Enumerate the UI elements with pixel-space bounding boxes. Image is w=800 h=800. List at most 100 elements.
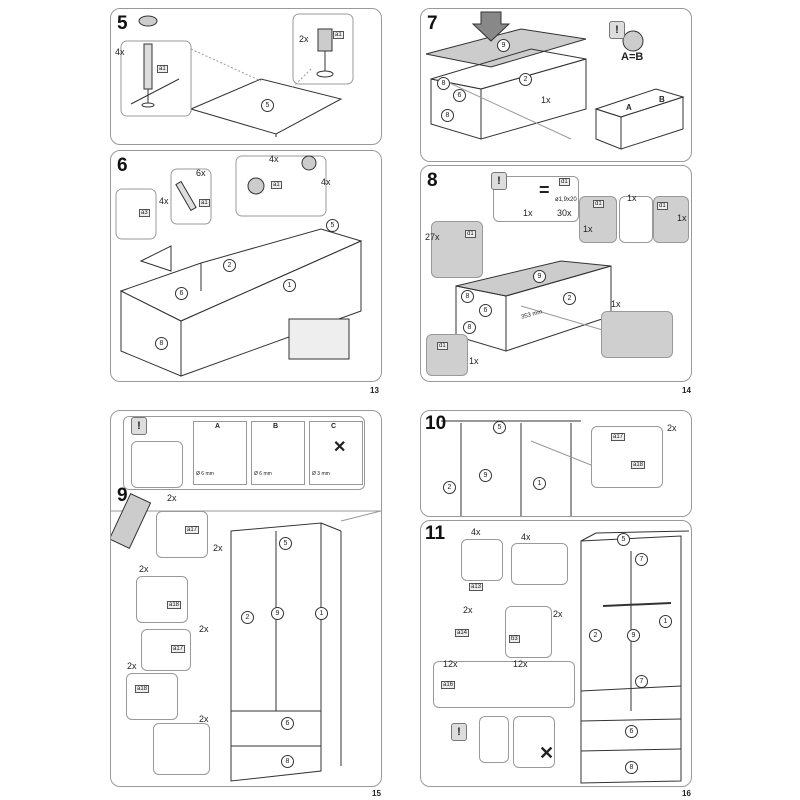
part-number: 8 bbox=[281, 755, 294, 768]
quantity: 2x bbox=[167, 493, 177, 503]
quantity: 4x bbox=[115, 47, 125, 57]
part-number: 2 bbox=[519, 73, 532, 86]
nail-spec: ø1,9x20 bbox=[555, 197, 577, 203]
part-number: 2 bbox=[563, 292, 576, 305]
step-11-illustration bbox=[580, 530, 690, 784]
part-number: 8 bbox=[437, 77, 450, 90]
fitting-tag: a18 bbox=[167, 601, 182, 609]
step-10-panel: 10 2x a17 a18 5 9 2 1 bbox=[420, 410, 692, 517]
part-number: 8 bbox=[625, 761, 638, 774]
quantity: 1x bbox=[611, 299, 621, 309]
part-number: 8 bbox=[463, 321, 476, 334]
diagonal-label-b: B bbox=[659, 95, 665, 104]
step-number: 6 bbox=[117, 155, 128, 176]
fitting-tag: d1 bbox=[657, 202, 668, 210]
step-8-panel: 8 ! = 1x 30x ø1,9x20 27x 1x 1x 1x 1x 1x … bbox=[420, 165, 692, 382]
diameter: Ø 6 mm bbox=[254, 471, 272, 477]
corner-detail bbox=[619, 196, 653, 243]
part-number: 6 bbox=[479, 304, 492, 317]
quantity: 30x bbox=[557, 208, 572, 218]
part-number: 2 bbox=[223, 259, 236, 272]
quantity: 12x bbox=[443, 659, 458, 669]
step-11-panel: ! ✕ 11 4x 4x 2x 2x 12x 12x a13 a14 b3 a1… bbox=[420, 520, 692, 787]
part-number: 1 bbox=[315, 607, 328, 620]
hinge-detail bbox=[479, 716, 509, 763]
corner-detail bbox=[426, 334, 468, 376]
bracket-detail bbox=[126, 673, 178, 720]
fitting-tag: b3 bbox=[509, 635, 520, 643]
quantity: 6x bbox=[196, 168, 206, 178]
diameter: Ø 3 mm bbox=[312, 471, 330, 477]
quantity: 1x bbox=[469, 356, 479, 366]
warning-icon: ! bbox=[491, 172, 507, 190]
hinge-detail bbox=[513, 716, 555, 768]
part-number: 1 bbox=[283, 279, 296, 292]
quantity: 12x bbox=[513, 659, 528, 669]
fitting-tag: a13 bbox=[469, 583, 484, 591]
step-number: 8 bbox=[427, 170, 438, 191]
bracket-detail bbox=[591, 426, 663, 488]
part-number: 6 bbox=[281, 717, 294, 730]
part-number: 6 bbox=[453, 89, 466, 102]
page-number: 16 bbox=[682, 789, 691, 798]
step-number: 7 bbox=[427, 13, 438, 34]
corner-detail bbox=[579, 196, 617, 243]
part-number: 5 bbox=[617, 533, 630, 546]
part-number: 5 bbox=[279, 537, 292, 550]
step-7-illustration bbox=[425, 11, 685, 150]
part-number: 6 bbox=[175, 287, 188, 300]
step-number: 10 bbox=[425, 413, 447, 434]
part-number: 9 bbox=[533, 270, 546, 283]
fitting-tag: a18 bbox=[631, 461, 646, 469]
page-number: 15 bbox=[372, 789, 381, 798]
part-number: 2 bbox=[443, 481, 456, 494]
part-number: 2 bbox=[589, 629, 602, 642]
part-number: 8 bbox=[461, 290, 474, 303]
quantity: 2x bbox=[199, 714, 209, 724]
fitting-tag: d1 bbox=[465, 230, 476, 238]
quantity: 1x bbox=[541, 95, 551, 105]
part-number: 8 bbox=[155, 337, 168, 350]
step-number: 5 bbox=[117, 13, 128, 34]
equal-measure-note: A=B bbox=[621, 51, 644, 63]
diameter: Ø 6 mm bbox=[196, 471, 214, 477]
hinge-detail bbox=[461, 539, 503, 581]
quantity: 4x bbox=[321, 177, 331, 187]
step-number: 9 bbox=[117, 485, 128, 506]
step-9-panel: ! A B C Ø 6 mm Ø 6 mm Ø 3 mm ✕ 9 2x 2x 2… bbox=[110, 410, 382, 787]
fitting-tag: a14 bbox=[455, 629, 470, 637]
bracket-detail bbox=[156, 511, 208, 558]
option-b bbox=[251, 421, 305, 485]
step-6-panel: 6 6x 4x 4x 4x a1 a3 a1 2 1 6 5 8 bbox=[110, 150, 382, 382]
quantity: 4x bbox=[269, 154, 279, 164]
quantity: 1x bbox=[583, 224, 593, 234]
quantity: 1x bbox=[677, 213, 687, 223]
not-allowed-cross: ✕ bbox=[333, 439, 347, 456]
quantity: 4x bbox=[471, 527, 481, 537]
part-number: 9 bbox=[497, 39, 510, 52]
option-label: C bbox=[331, 423, 337, 430]
part-number: 7 bbox=[635, 675, 648, 688]
step-7-panel: 7 ! A=B A B 1x 9 2 8 6 8 bbox=[420, 8, 692, 162]
quantity: 4x bbox=[159, 196, 169, 206]
option-a bbox=[193, 421, 247, 485]
page-number: 14 bbox=[682, 386, 691, 395]
not-allowed-cross: ✕ bbox=[539, 743, 555, 763]
step-5-panel: 5 4x 2x a1 a1 5 bbox=[110, 8, 382, 145]
warning-icon: ! bbox=[609, 21, 625, 39]
fitting-tag: a17 bbox=[611, 433, 626, 441]
quantity: 2x bbox=[139, 564, 149, 574]
step-number: 11 bbox=[425, 523, 446, 544]
fitting-tag: a1 bbox=[157, 65, 168, 73]
part-number: 1 bbox=[659, 615, 672, 628]
hinge-detail bbox=[433, 661, 575, 708]
equals-sign: = bbox=[539, 180, 550, 200]
fitting-tag: d1 bbox=[559, 178, 570, 186]
quantity: 2x bbox=[553, 609, 563, 619]
hinge-detail bbox=[511, 543, 568, 585]
fitting-tag: a17 bbox=[171, 645, 186, 653]
option-label: A bbox=[215, 423, 221, 430]
option-c bbox=[309, 421, 363, 485]
warning-icon: ! bbox=[451, 723, 467, 741]
quantity: 2x bbox=[299, 34, 309, 44]
